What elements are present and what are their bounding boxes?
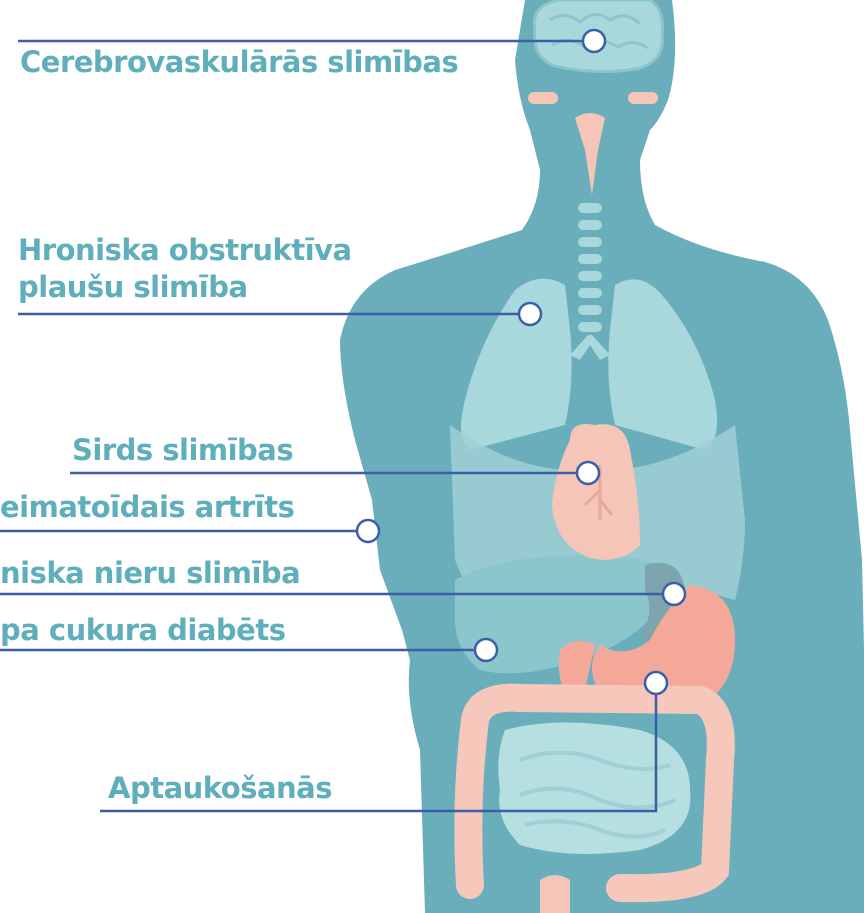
lower-organs	[540, 875, 570, 913]
label-diabetes: pa cukura diabēts	[0, 612, 285, 649]
label-obesity-text: Aptaukošanās	[108, 770, 332, 807]
marker-heart	[577, 462, 599, 484]
label-copd-line2: plaušu slimība	[18, 269, 352, 306]
marker-arm	[357, 520, 379, 542]
label-cerebrovascular-text: Cerebrovaskulārās slimības	[20, 44, 458, 81]
label-copd-line1: Hroniska obstruktīva	[18, 232, 352, 269]
label-diabetes-text: pa cukura diabēts	[0, 612, 285, 649]
label-heart: Sirds slimības	[72, 432, 293, 469]
marker-lungs	[519, 303, 541, 325]
marker-brain	[583, 30, 605, 52]
label-kidney: niska nieru slimība	[0, 555, 300, 592]
label-kidney-text: niska nieru slimība	[0, 555, 300, 592]
label-obesity: Aptaukošanās	[108, 770, 332, 807]
label-heart-text: Sirds slimības	[72, 432, 293, 469]
label-cerebrovascular: Cerebrovaskulārās slimības	[20, 44, 458, 81]
marker-kidney	[663, 583, 685, 605]
marker-pancreas	[475, 639, 497, 661]
marker-stomach	[645, 672, 667, 694]
small-intestine	[498, 723, 690, 855]
label-arthritis-text: eimatoīdais artrīts	[0, 489, 294, 526]
label-arthritis: eimatoīdais artrīts	[0, 489, 294, 526]
label-copd: Hroniska obstruktīva plaušu slimība	[18, 232, 352, 306]
